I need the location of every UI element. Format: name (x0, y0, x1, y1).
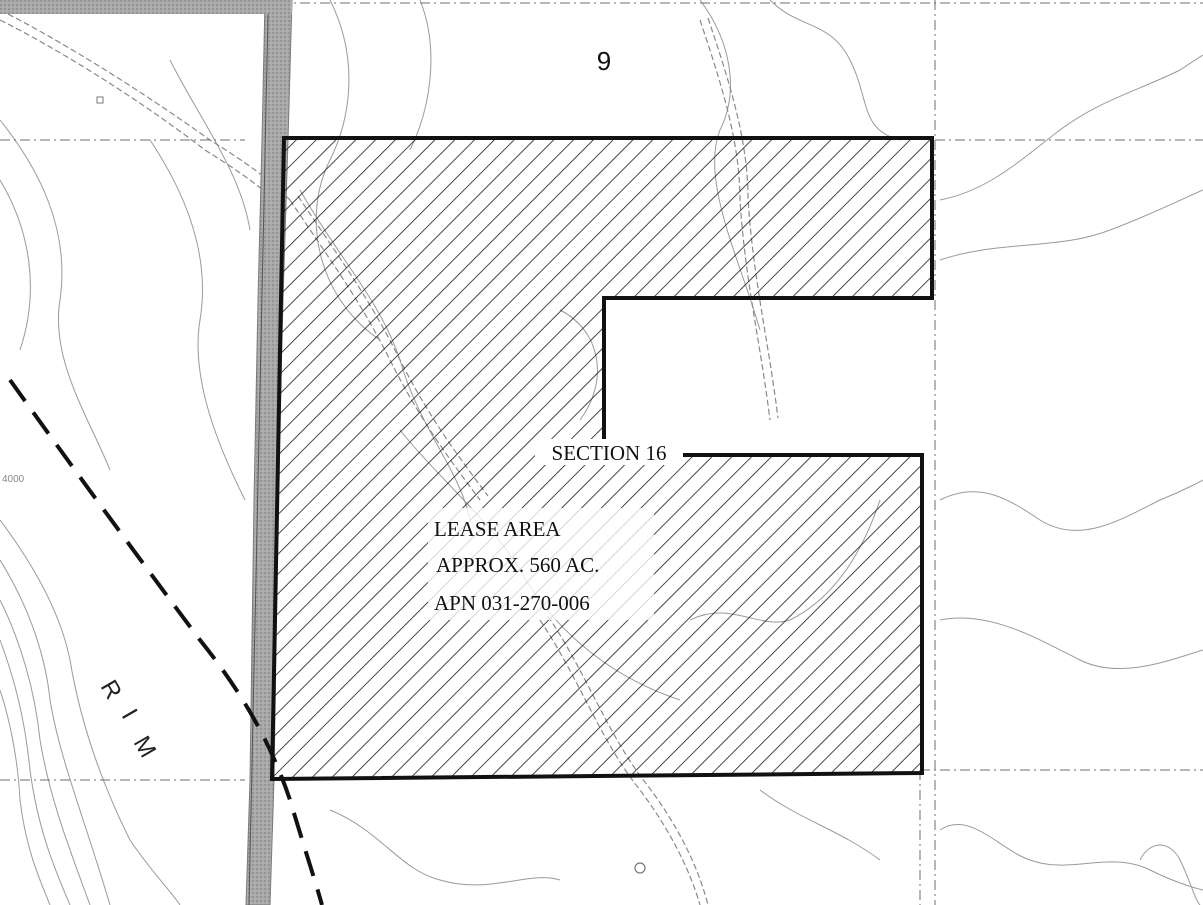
gray-top-band (0, 0, 292, 14)
lease-area-label-line1: LEASE AREA (434, 517, 561, 541)
section-9-label: 9 (597, 46, 611, 76)
section-16-label: SECTION 16 (552, 441, 667, 465)
section-16-label-bg (535, 439, 683, 465)
band-inner-line (248, 13, 269, 905)
lease-label-bg (428, 508, 654, 620)
survey-marker (634, 862, 646, 874)
lease-area-label-line2: APPROX. 560 AC. (436, 553, 599, 577)
survey-marker-small (96, 96, 104, 104)
contour-elevation-label: 4000 (2, 474, 25, 485)
rim-dashed-line (8, 378, 324, 905)
lease-area-label-line3: APN 031-270-006 (434, 591, 590, 615)
